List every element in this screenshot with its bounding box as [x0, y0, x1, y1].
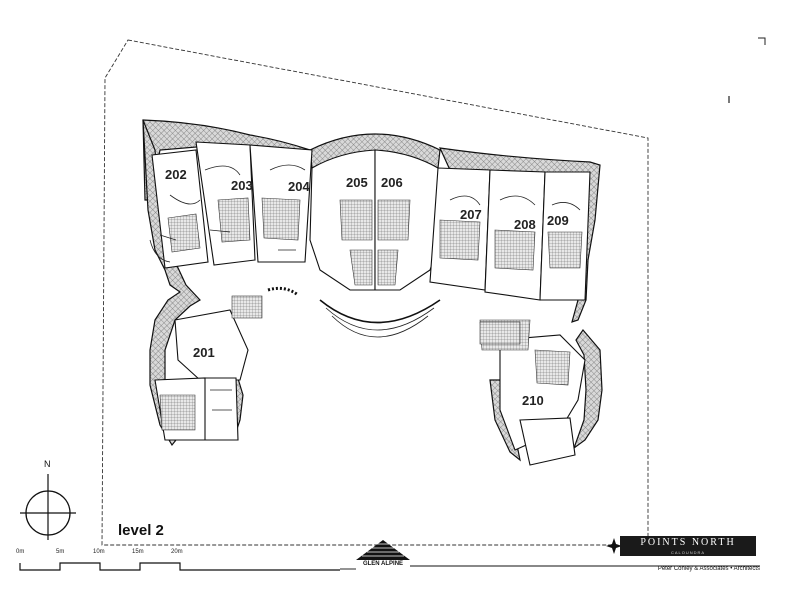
unit-block-203 — [195, 141, 256, 266]
unit-label-210: 210 — [522, 393, 544, 408]
unit-label-201: 201 — [193, 345, 215, 360]
unit-label-206: 206 — [381, 175, 403, 190]
compass-rose-icon — [20, 474, 76, 540]
planter — [267, 286, 299, 297]
unit-label-209: 209 — [547, 213, 569, 228]
unit-label-202: 202 — [165, 167, 187, 182]
scale-label: 15m — [132, 549, 144, 555]
unit-block-205 — [309, 149, 376, 291]
unit-block-202 — [149, 149, 209, 269]
lift-core — [479, 321, 521, 345]
scale-label: 10m — [93, 549, 105, 555]
corner-mark — [758, 37, 766, 45]
brand-title: POINTS NORTH — [620, 536, 756, 556]
scale-label: 5m — [56, 549, 65, 555]
unit-block-209 — [539, 171, 591, 301]
brand-subtitle: CALOUNDRA — [670, 550, 706, 555]
unit-block-206 — [374, 149, 441, 291]
unit-block-207 — [429, 167, 491, 291]
glen-alpine-logo-icon — [356, 540, 410, 560]
unit-block-201 — [154, 309, 249, 441]
scale-label: 20m — [171, 549, 183, 555]
developer-logo-text: GLEN ALPINE — [362, 561, 404, 567]
architect-credit: Peter Conley & Associates • Architects — [657, 566, 760, 572]
star-logo-icon — [606, 538, 622, 554]
unit-block-210 — [479, 319, 586, 466]
unit-block-204 — [249, 144, 313, 263]
unit-label-203: 203 — [231, 178, 253, 193]
terrace-arc — [319, 299, 441, 324]
unit-block-208 — [484, 169, 546, 301]
compass-north-label: N — [44, 459, 51, 469]
scale-label: 0m — [16, 549, 25, 555]
unit-label-208: 208 — [514, 217, 536, 232]
unit-label-205: 205 — [346, 175, 368, 190]
terrace-arc — [331, 315, 429, 338]
unit-label-207: 207 — [460, 207, 482, 222]
terrace-arc — [325, 307, 435, 331]
site-boundary — [101, 39, 649, 546]
unit-label-204: 204 — [288, 179, 310, 194]
page-title: level 2 — [118, 522, 164, 539]
scale-bar — [19, 562, 340, 571]
lift-core — [231, 295, 263, 319]
